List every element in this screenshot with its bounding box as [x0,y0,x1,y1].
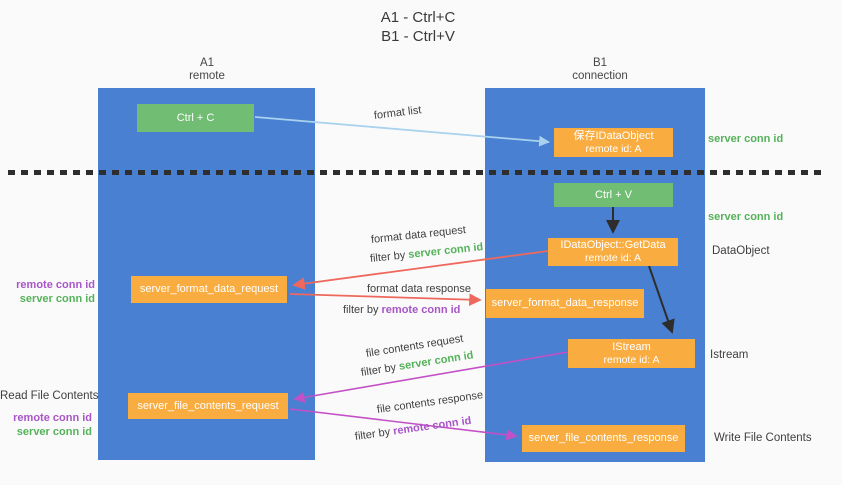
node-server-file-contents-request: server_file_contents_request [128,393,288,419]
label-filter-by-remote-conn-id-bottom: filter by remote conn id [354,415,472,443]
label-format-data-request: format data request [370,224,467,246]
label-server-conn-id-left-bottom: server conn id [16,426,92,438]
node-server-file-contents-response-label: server_file_contents_response [528,432,679,444]
node-server-format-data-request-label: server_format_data_request [139,283,279,295]
node-server-file-contents-response: server_file_contents_response [522,425,685,452]
node-server-file-contents-request-label: server_file_contents_request [137,399,279,412]
node-idataobject-getdata: IDataObject::GetData remote id: A [548,238,678,266]
label-format-list: format list [373,104,423,122]
label-filter-by-server-conn-id-top: filter by server conn id [369,241,483,265]
node-istream: IStream remote id: A [568,339,695,368]
left-column-role: remote [189,70,225,82]
label-remote-conn-id-left-bottom: remote conn id [13,412,92,424]
remote-conn-id-text: remote conn id [392,414,473,438]
right-column-id: B1 [592,57,608,69]
label-write-file-contents: Write File Contents [714,432,812,444]
filter-by-text: filter by [360,361,397,379]
filter-by-text: filter by [354,426,391,443]
left-column-id: A1 [199,57,215,69]
right-column-header: B1 connection [540,57,660,83]
label-dataobject: DataObject [712,245,770,257]
node-getdata-line2: remote id: A [584,252,642,264]
label-format-data-response: format data response [367,283,471,295]
node-getdata-line1: IDataObject::GetData [560,239,666,251]
node-server-format-data-response-label: server_format_data_response [491,297,639,309]
node-ctrl-c: Ctrl + C [137,104,254,132]
right-column-role: connection [572,70,628,82]
left-column-header: A1 remote [147,57,267,83]
label-file-contents-response: file contents response [376,389,484,416]
server-conn-id-text: server conn id [407,241,484,261]
label-server-conn-id-right-top: server conn id [708,133,784,145]
label-read-file-contents: Read File Contents [0,390,99,402]
node-server-format-data-response: server_format_data_response [486,289,644,318]
left-conn-id-block-top: remote conn id server conn id [0,278,95,306]
filter-by-text: filter by [369,249,406,265]
label-remote-conn-id-left-top: remote conn id [16,279,95,291]
filter-by-text: filter by [343,304,379,316]
node-save-idataobject: 保存IDataObject remote id: A [554,128,673,157]
label-filter-by-remote-conn-id-top: filter by remote conn id [343,304,460,316]
node-istream-line2: remote id: A [603,353,660,366]
label-server-conn-id-left-top: server conn id [19,293,95,305]
label-istream: Istream [710,349,749,361]
label-server-conn-id-right-mid: server conn id [708,211,784,223]
node-ctrl-v: Ctrl + V [554,183,673,207]
node-istream-line1: IStream [612,340,651,353]
node-save-idataobject-line1: 保存IDataObject [573,129,654,142]
diagram-title: A1 - Ctrl+C B1 - Ctrl+V [318,8,518,46]
node-save-idataobject-line2: remote id: A [585,142,642,155]
remote-conn-id-text: remote conn id [381,304,461,316]
node-server-format-data-request: server_format_data_request [131,276,287,303]
node-ctrl-c-label: Ctrl + C [176,111,215,124]
title-line-1: A1 - Ctrl+C [380,9,456,26]
node-ctrl-v-label: Ctrl + V [595,188,632,201]
left-conn-id-block-bottom: remote conn id server conn id [0,411,92,439]
copy-paste-separator-line [8,170,826,175]
title-line-2: B1 - Ctrl+V [381,28,455,45]
